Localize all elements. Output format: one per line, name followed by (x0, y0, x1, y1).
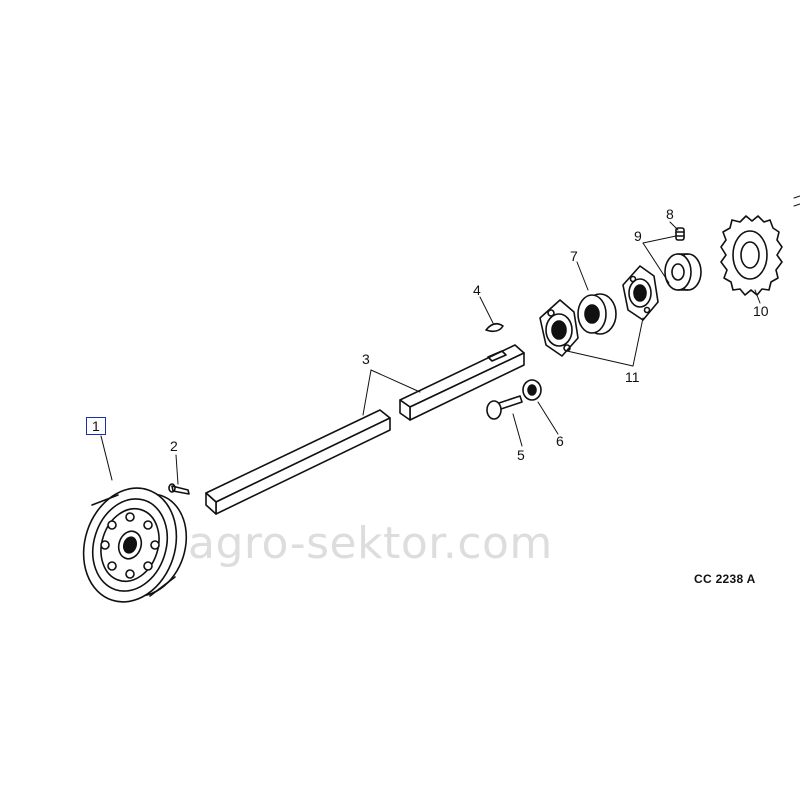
collar-part-9 (664, 253, 702, 291)
reference-code: CC 2238 A (694, 572, 756, 586)
callout-7: 7 (570, 248, 578, 264)
gear-part-10 (720, 215, 783, 296)
setscrew-part-8 (675, 227, 685, 241)
key-part-4 (485, 322, 504, 333)
bearing-part-7 (577, 293, 617, 335)
leader-lines (100, 221, 761, 485)
callout-1: 1 (86, 417, 106, 435)
nut-part-6 (522, 379, 542, 401)
bolt-part-5 (486, 395, 523, 420)
callout-5: 5 (517, 447, 525, 463)
callout-9: 9 (634, 228, 642, 244)
flange-right-part-11 (622, 265, 659, 321)
callout-10: 10 (753, 303, 769, 319)
pulley-part-1 (82, 487, 188, 603)
pin-part-2 (168, 483, 190, 495)
callout-3: 3 (362, 351, 370, 367)
edge-ticks (793, 195, 800, 207)
callout-8: 8 (666, 206, 674, 222)
callout-11: 11 (625, 369, 640, 385)
callout-6: 6 (556, 433, 564, 449)
watermark: agro-sektor.com (188, 518, 553, 569)
callout-2: 2 (170, 438, 178, 454)
callout-4: 4 (473, 282, 481, 298)
shaft-part-3 (205, 344, 525, 515)
flange-left-part-11 (539, 299, 579, 357)
